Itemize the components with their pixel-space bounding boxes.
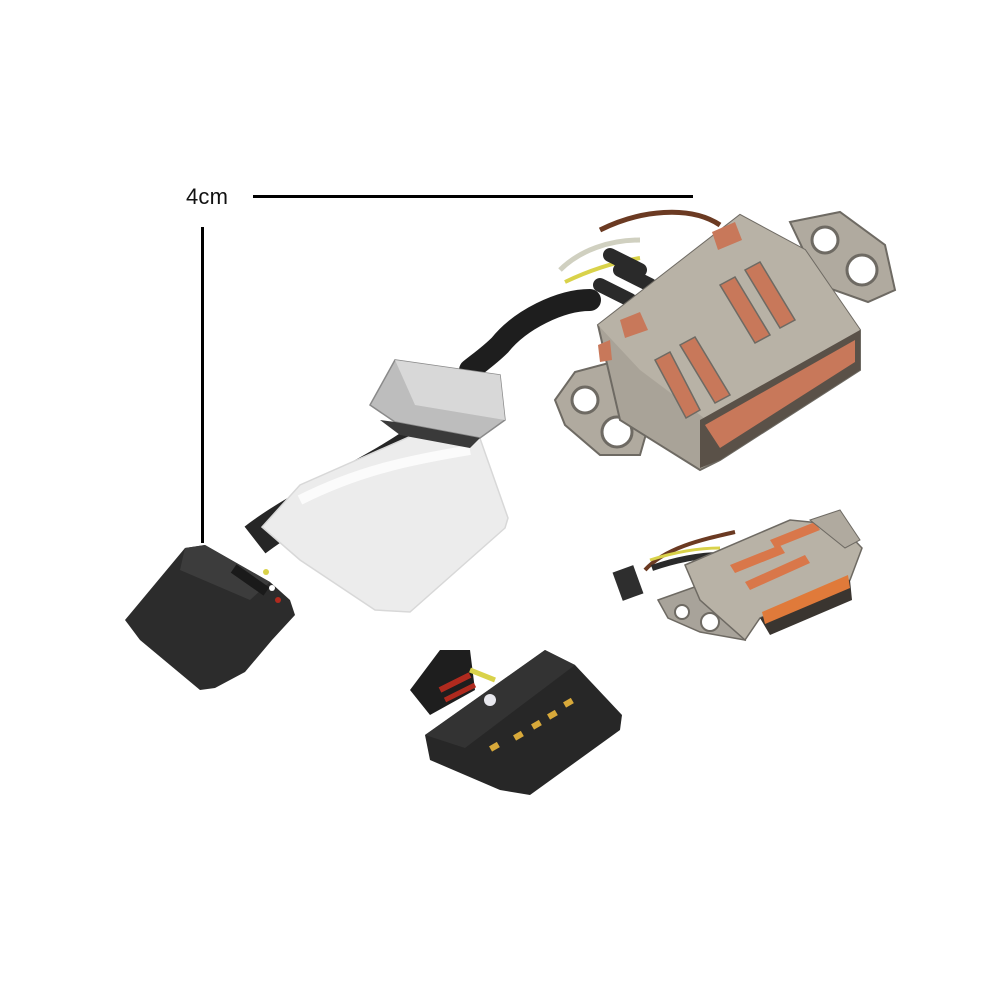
gold-pins <box>489 697 574 752</box>
dimension-line-horizontal <box>253 195 693 198</box>
detail-connector <box>410 650 622 795</box>
dimension-label: 4cm <box>186 184 229 209</box>
board-connector <box>125 545 295 690</box>
main-dc-jack <box>553 210 897 472</box>
insulating-tape <box>260 408 509 613</box>
dimension-line-vertical <box>201 227 204 543</box>
metal-ferrule <box>369 359 506 448</box>
detail-dc-jack <box>612 509 863 642</box>
